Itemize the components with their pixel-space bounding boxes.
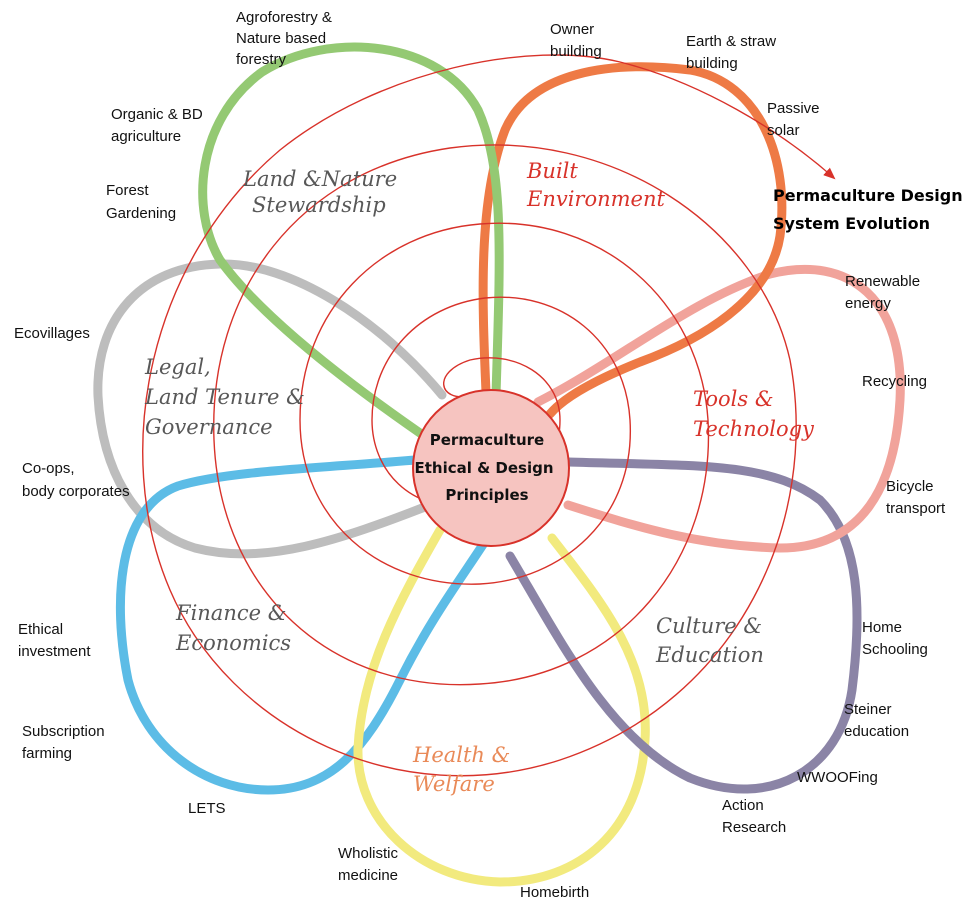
petal-health-welfare [353,525,650,887]
example-agroforestry-line2: Nature based [236,30,326,47]
example-recycling: Recycling [862,373,927,390]
domain-tools-line2: Technology [693,417,815,441]
center-label-line1: Permaculture [430,431,544,449]
example-ecovillages-line1: Ecovillages [14,325,90,342]
example-coops-line2: body corporates [22,483,130,500]
example-forest-gardening: Forest Gardening [106,182,176,222]
example-subscription-line1: Subscription [22,723,105,740]
domain-finance-line1: Finance & [175,601,286,625]
center-circle [412,389,570,547]
example-ecovillages: Ecovillages [14,325,90,342]
example-agroforestry: Agroforestry & Nature based forestry [236,9,332,68]
domain-land-line1: Land &Nature [242,167,397,191]
example-renewable-line1: Renewable [845,273,920,290]
example-ethical-investment: Ethical investment [18,621,91,660]
example-bicycle-line2: transport [886,500,946,517]
example-wholistic-line2: medicine [338,867,398,884]
example-subscription-line2: farming [22,745,72,762]
example-owner-building: Owner building [550,21,602,60]
domain-legal-line3: Governance [145,415,273,439]
example-owner-building-line1: Owner [550,21,594,38]
example-bicycle-line1: Bicycle [886,478,934,495]
example-home-schooling-line1: Home [862,619,902,636]
domain-legal-line2: Land Tenure & [144,385,305,409]
domain-labels: Land &Nature Stewardship Built Environme… [144,159,815,796]
example-recycling-line1: Recycling [862,373,927,390]
example-renewable-energy: Renewable energy [845,273,920,312]
example-forest-gardening-line1: Forest [106,182,149,199]
example-homebirth-line1: Homebirth [520,884,589,901]
example-action-research-line2: Research [722,819,786,836]
diagram-title: Permaculture Design System Evolution [773,186,963,233]
example-agroforestry-line3: forestry [236,51,287,68]
example-earth-straw-line1: Earth & straw [686,33,776,50]
example-labels: Agroforestry & Nature based forestry Org… [14,9,946,901]
example-wwoofing: WWOOFing [797,769,878,786]
domain-built-line1: Built [526,159,578,183]
example-steiner-education: Steiner education [844,701,909,740]
example-wwoofing-line1: WWOOFing [797,769,878,786]
domain-health-line2: Welfare [413,772,495,796]
petal-built-environment [478,62,787,419]
example-action-research-line1: Action [722,797,764,814]
domain-finance-line2: Economics [175,631,291,655]
petal-finance-economics [115,453,491,795]
center-label-line3: Principles [445,486,528,504]
domain-land-line2: Stewardship [252,193,386,217]
petal-legal-governance [93,259,447,559]
example-earth-straw-line2: building [686,55,738,72]
example-passive-solar: Passive solar [767,100,820,139]
example-organic-line2: agriculture [111,128,181,145]
example-bicycle-transport: Bicycle transport [886,478,946,517]
petals [93,42,905,887]
example-coops: Co-ops, body corporates [22,460,130,500]
example-homebirth: Homebirth [520,884,589,901]
center-node: Permaculture Ethical & Design Principles [412,389,570,547]
example-passive-solar-line1: Passive [767,100,820,117]
example-wholistic-medicine: Wholistic medicine [338,845,399,884]
example-lets-line1: LETS [188,800,226,817]
example-subscription-farming: Subscription farming [22,723,105,762]
example-passive-solar-line2: solar [767,122,800,139]
center-label-line2: Ethical & Design [414,459,553,477]
example-action-research: Action Research [722,797,786,836]
domain-health-line1: Health & [412,743,510,767]
example-owner-building-line2: building [550,43,602,60]
example-home-schooling: Home Schooling [862,619,928,658]
domain-built-line2: Environment [526,187,666,211]
example-steiner-line1: Steiner [844,701,892,718]
example-agroforestry-line1: Agroforestry & [236,9,332,26]
example-lets: LETS [188,800,226,817]
domain-legal-line1: Legal, [144,355,211,379]
example-ethical-investment-line2: investment [18,643,91,660]
example-coops-line1: Co-ops, [22,460,75,477]
example-steiner-line2: education [844,723,909,740]
example-earth-straw: Earth & straw building [686,33,776,72]
petal-land-stewardship [198,42,504,445]
petal-tools-technology [533,265,905,553]
domain-culture-line2: Education [655,643,764,667]
petal-culture-education [505,457,862,794]
domain-tools-line1: Tools & [693,387,774,411]
example-ethical-investment-line1: Ethical [18,621,63,638]
example-wholistic-line1: Wholistic [338,845,399,862]
example-organic-line1: Organic & BD [111,106,203,123]
title-line1: Permaculture Design [773,186,963,205]
example-renewable-line2: energy [845,295,891,312]
domain-culture-line1: Culture & [656,614,762,638]
example-organic: Organic & BD agriculture [111,106,203,145]
evolution-spiral [142,54,836,777]
example-forest-gardening-line2: Gardening [106,205,176,222]
example-home-schooling-line2: Schooling [862,641,928,658]
title-line2: System Evolution [773,214,930,233]
